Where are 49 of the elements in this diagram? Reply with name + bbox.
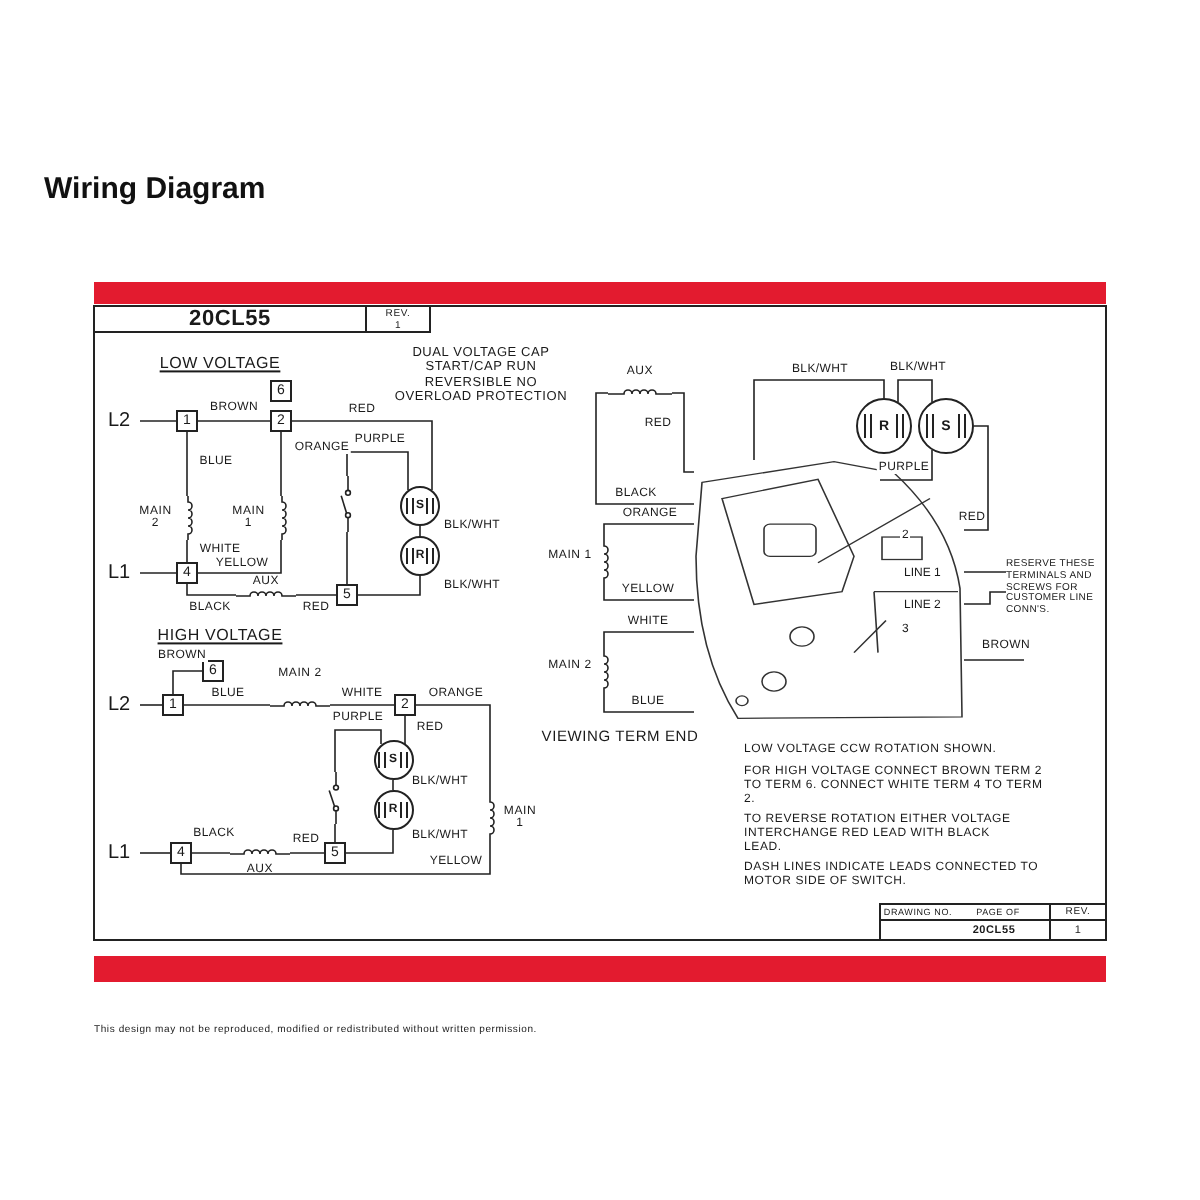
wire [139, 420, 177, 422]
line-label: L2 [108, 408, 140, 434]
wire [172, 670, 203, 695]
wire [329, 704, 395, 706]
wire [291, 420, 433, 491]
section-heading: LOW VOLTAGE [159, 354, 281, 374]
wire [280, 431, 282, 497]
line-label: L1 [108, 560, 140, 586]
wire [139, 572, 177, 574]
wire [603, 631, 695, 641]
wire [183, 704, 271, 706]
line-label: L2 [108, 692, 140, 718]
wire [963, 659, 1025, 661]
wire [186, 539, 188, 563]
wire [963, 571, 1007, 573]
wire [139, 852, 171, 854]
page-title: Wiring Diagram [44, 172, 266, 206]
wire [392, 779, 394, 791]
wire [346, 531, 348, 585]
wire [897, 379, 933, 403]
wire [346, 451, 409, 491]
wire [345, 829, 394, 854]
wire [357, 575, 421, 596]
wire [603, 703, 695, 713]
wire [289, 852, 325, 854]
wire [415, 704, 491, 793]
wire [334, 823, 336, 843]
wire [186, 583, 237, 596]
drawing-number: 20CL55 [189, 306, 271, 334]
wire [963, 591, 1007, 605]
wire [197, 539, 282, 574]
wire [595, 392, 695, 505]
section-heading: HIGH VOLTAGE [157, 626, 283, 646]
wire [197, 420, 271, 422]
wire [191, 852, 231, 854]
wire [603, 523, 695, 533]
wire [139, 704, 163, 706]
wire [963, 425, 989, 531]
wire [180, 843, 491, 875]
wire [671, 392, 695, 473]
wire [295, 594, 337, 596]
line-label: L1 [108, 840, 140, 866]
wire [186, 431, 188, 497]
wire [334, 729, 382, 773]
wire [879, 449, 933, 481]
wire [419, 525, 421, 537]
wire [603, 591, 695, 601]
wire [404, 715, 406, 745]
wire [753, 379, 885, 461]
